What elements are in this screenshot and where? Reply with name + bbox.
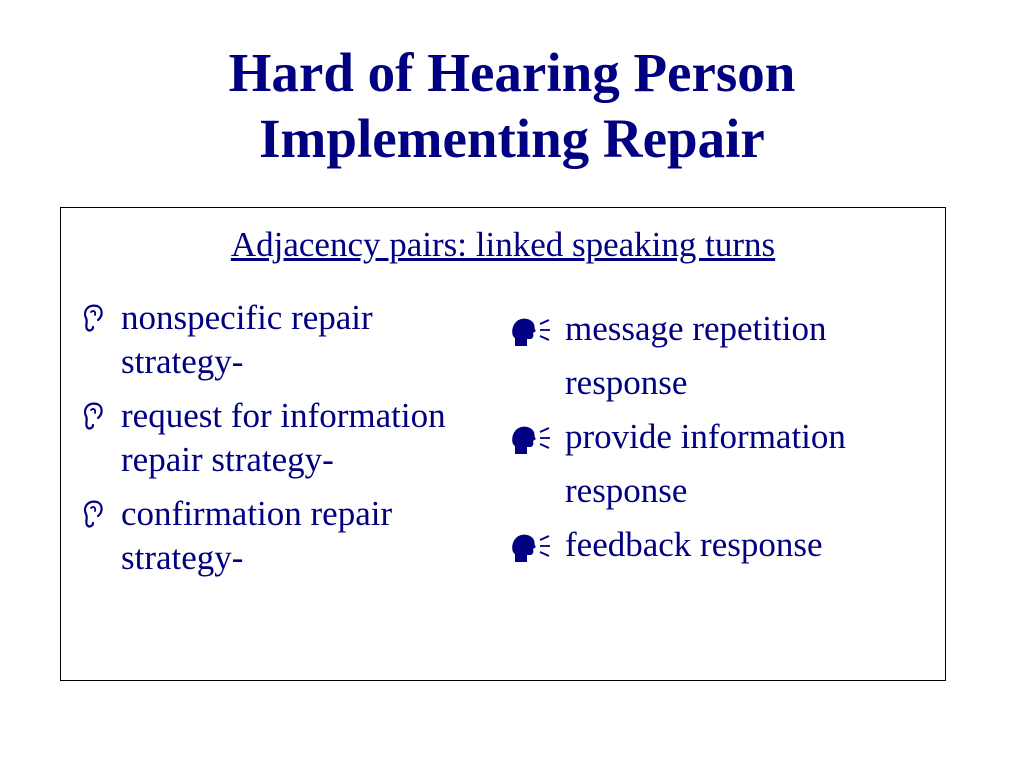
list-item: message repetition response (509, 302, 941, 410)
speaking-head-icon (512, 534, 550, 562)
list-item-text: feedback response (565, 525, 823, 564)
list-item-text: request for information repair strategy- (121, 396, 446, 479)
content-box: Adjacency pairs: linked speaking turns n… (60, 207, 946, 681)
response-list: message repetition response provide info… (509, 302, 941, 572)
speaking-head-icon (512, 318, 550, 346)
list-item: nonspecific repair strategy- (73, 296, 473, 384)
hoh-strategy-list: nonspecific repair strategy- request for… (73, 296, 473, 590)
list-item: confirmation repair strategy- (73, 492, 473, 580)
ear-icon (83, 402, 103, 430)
slide-title-line-2: Implementing Repair (259, 108, 765, 169)
list-item-text: nonspecific repair strategy- (121, 298, 373, 381)
list-item: request for information repair strategy- (73, 394, 473, 482)
list-item-text: message repetition response (565, 309, 827, 402)
slide-title-line-1: Hard of Hearing Person (228, 42, 796, 103)
list-item: provide information response (509, 410, 941, 518)
slide-title: Hard of Hearing Person Implementing Repa… (0, 40, 1024, 172)
list-item-text: provide information response (565, 417, 846, 510)
list-item: feedback response (509, 518, 941, 572)
speaking-head-icon (512, 426, 550, 454)
ear-icon (83, 304, 103, 332)
list-item-text: confirmation repair strategy- (121, 494, 393, 577)
ear-icon (83, 500, 103, 528)
subtitle: Adjacency pairs: linked speaking turns (230, 225, 776, 264)
